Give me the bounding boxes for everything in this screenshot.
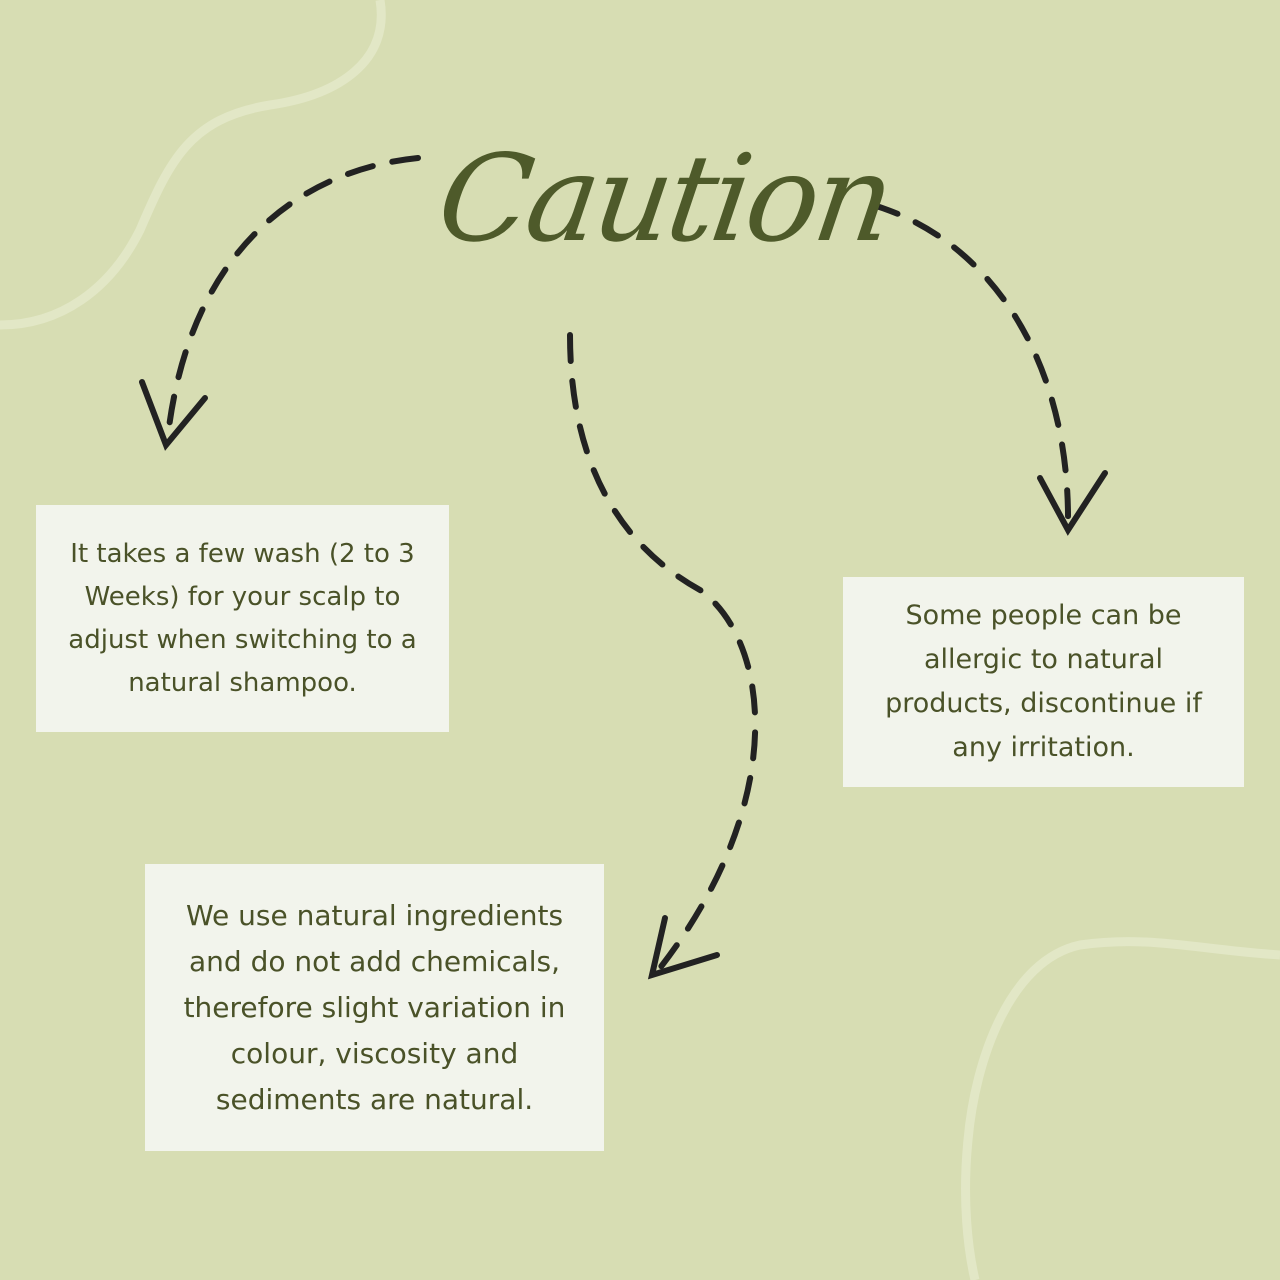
note-text: Some people can be allergic to natural p… [885, 600, 1202, 763]
arrow-right [870, 202, 1072, 528]
arrowhead-middle-icon [647, 915, 720, 980]
note-allergy: Some people can be allergic to natural p… [843, 577, 1244, 787]
arrowhead-left-icon [139, 379, 208, 451]
note-text: We use natural ingredients and do not ad… [183, 898, 566, 1116]
note-text: It takes a few wash (2 to 3 Weeks) for y… [68, 538, 417, 698]
caution-title: Caution [430, 130, 899, 269]
decorative-curve-bottom-right [961, 937, 1280, 1280]
arrow-middle [567, 332, 759, 971]
note-natural-variation: We use natural ingredients and do not ad… [145, 864, 604, 1151]
note-scalp-adjust: It takes a few wash (2 to 3 Weeks) for y… [36, 505, 449, 732]
decorative-curve-top-left [0, 0, 386, 330]
arrow-left [165, 155, 421, 438]
arrowhead-right-icon [1037, 470, 1108, 536]
